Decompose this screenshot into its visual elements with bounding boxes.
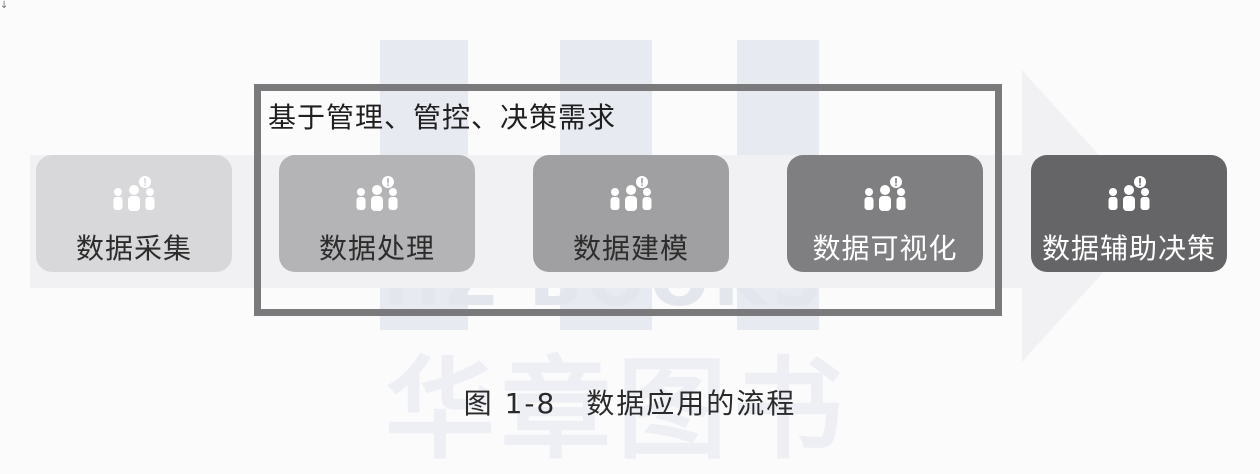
watermark-chinese: 华章图书 <box>385 346 849 474</box>
people-group-icon <box>36 175 232 215</box>
group-frame <box>254 84 1002 316</box>
step-label: 数据建模 <box>572 232 689 265</box>
people-group-icon <box>787 175 983 215</box>
step-label: 数据处理 <box>318 232 435 265</box>
step-label: 数据可视化 <box>812 232 958 265</box>
step-data-collection: 数据采集 <box>36 155 232 272</box>
people-group-icon <box>279 175 475 215</box>
figure-caption: 图 1-8 数据应用的流程 <box>463 387 797 420</box>
people-group-icon <box>1031 175 1227 215</box>
step-decision-support: 数据辅助决策 <box>1031 155 1227 272</box>
diagram-canvas: ↓ HZ BOOKS 华章图书 基于管理、管控、决策需求 数据采集 数据处理 数… <box>0 0 1227 465</box>
corner-mark: ↓ <box>0 0 9 11</box>
group-label: 基于管理、管控、决策需求 <box>268 101 617 134</box>
step-data-modeling: 数据建模 <box>533 155 729 272</box>
step-data-visualization: 数据可视化 <box>787 155 983 272</box>
people-group-icon <box>533 175 729 215</box>
step-data-processing: 数据处理 <box>279 155 475 272</box>
step-label: 数据采集 <box>75 232 192 265</box>
step-label: 数据辅助决策 <box>1041 232 1216 265</box>
